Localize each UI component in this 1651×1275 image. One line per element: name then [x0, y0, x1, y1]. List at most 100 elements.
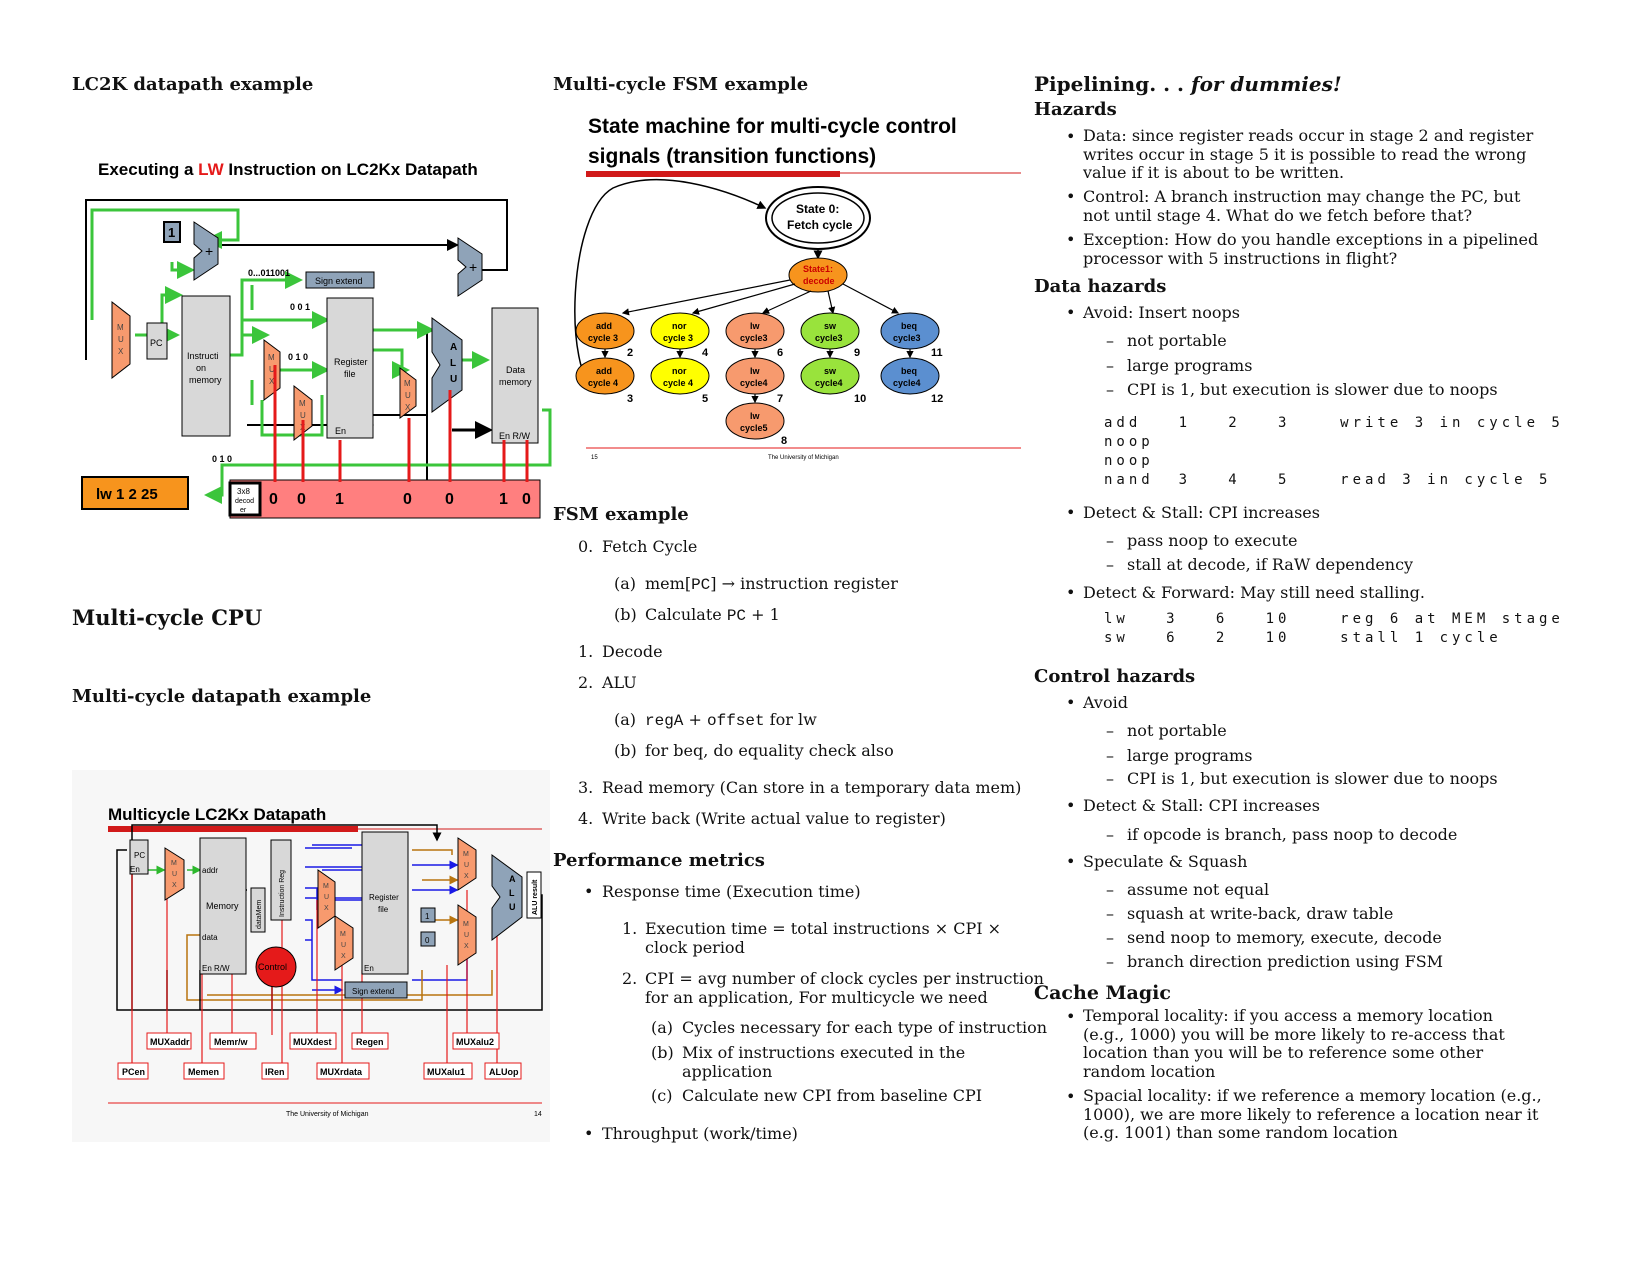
- svg-text:file: file: [378, 905, 389, 914]
- svg-text:cycle5: cycle5: [740, 423, 768, 433]
- section-title-data-hazards: Data hazards: [1034, 276, 1167, 297]
- svg-text:0: 0: [269, 491, 278, 508]
- svg-text:7: 7: [777, 393, 783, 405]
- svg-text:cycle 3: cycle 3: [588, 333, 618, 343]
- svg-text:6: 6: [777, 347, 783, 359]
- figure-title: Multicycle LC2Kx Datapath: [108, 805, 326, 824]
- ch-avoid: Avoid: [1083, 693, 1128, 712]
- alu-input-mux: [399, 367, 417, 419]
- svg-text:decode: decode: [803, 276, 835, 286]
- svg-text:U: U: [405, 391, 411, 400]
- perf-cpi-b-line2: application: [682, 1062, 773, 1081]
- svg-text:Instruction Reg: Instruction Reg: [279, 870, 286, 917]
- svg-text:10: 10: [854, 393, 866, 405]
- section-title-control-hazards: Control hazards: [1034, 666, 1196, 687]
- svg-text:U: U: [118, 335, 124, 344]
- fsm-step-fetch-a: mem[PC] → instruction register: [645, 574, 898, 594]
- state-lw-cycle5: [725, 402, 785, 440]
- section-title-hazards: Hazards: [1034, 99, 1117, 120]
- pipelining-title: Pipelining. . . for dummies!: [1034, 72, 1342, 96]
- pc-register: [129, 839, 149, 875]
- state-1-node: [788, 257, 848, 293]
- svg-text:U: U: [450, 374, 457, 385]
- alu2-mux: [457, 904, 477, 966]
- svg-text:11: 11: [931, 347, 943, 359]
- svg-text:Sign extend: Sign extend: [352, 987, 394, 996]
- svg-text:0: 0: [425, 936, 430, 945]
- svg-text:ALUop: ALUop: [489, 1067, 519, 1077]
- addr-mux: [164, 847, 185, 901]
- svg-text:lw: lw: [750, 411, 761, 421]
- svg-text:signals (transition functions): signals (transition functions): [588, 145, 876, 168]
- perf-exec-time-line2: clock period: [645, 938, 745, 957]
- fsm-step-fetch: Fetch Cycle: [602, 537, 698, 556]
- svg-text:1: 1: [335, 491, 344, 508]
- fsm-step-decode: Decode: [602, 642, 663, 661]
- control-signal-labels: MUXaddr Memr/w MUXdest Regen MUXalu2 PCe…: [117, 1032, 522, 1080]
- svg-text:cycle3: cycle3: [893, 333, 921, 343]
- state-lw-cycle3: [725, 312, 785, 350]
- svg-text:15: 15: [591, 455, 598, 461]
- svg-text:beq: beq: [901, 321, 917, 331]
- svg-text:M: M: [299, 399, 306, 408]
- figure-title: Executing a LW Instruction on LC2Kx Data…: [98, 160, 478, 179]
- svg-text:MUXdest: MUXdest: [293, 1037, 332, 1047]
- dh-detect-forward: Detect & Forward: May still need stallin…: [1083, 583, 1425, 602]
- state-nor-cycle4: [650, 357, 710, 395]
- svg-text:0: 0: [522, 491, 531, 508]
- svg-text:memory: memory: [499, 377, 532, 387]
- svg-text:1: 1: [499, 491, 508, 508]
- cache-temporal-locality: Temporal locality: if you access a memor…: [1083, 1006, 1505, 1081]
- svg-text:3: 3: [627, 393, 633, 405]
- const-one-box: [163, 221, 181, 243]
- svg-text:X: X: [118, 347, 124, 356]
- svg-text:PCen: PCen: [122, 1067, 145, 1077]
- state-add-cycle4: [575, 357, 635, 395]
- svg-text:Memory: Memory: [206, 901, 239, 911]
- perf-response-time: Response time (Execution time): [602, 882, 861, 901]
- ch-detect-stall: Detect & Stall: CPI increases: [1083, 796, 1320, 815]
- svg-text:sw: sw: [824, 321, 837, 331]
- instruction-memory: [181, 295, 231, 437]
- svg-text:M: M: [323, 883, 329, 890]
- svg-text:file: file: [344, 369, 356, 379]
- svg-text:U: U: [464, 932, 469, 939]
- ch-speculate-squash: Speculate & Squash: [1083, 852, 1248, 871]
- svg-text:0: 0: [445, 491, 454, 508]
- svg-text:A: A: [509, 874, 516, 884]
- svg-text:U: U: [269, 365, 275, 374]
- svg-text:PC: PC: [150, 338, 163, 348]
- svg-text:The University of Michigan: The University of Michigan: [286, 1111, 369, 1118]
- dh-detect-stall: Detect & Stall: CPI increases: [1083, 503, 1320, 522]
- svg-text:cycle 4: cycle 4: [588, 378, 618, 388]
- svg-text:Data: Data: [506, 365, 525, 375]
- section-title-multicycle-cpu: Multi-cycle CPU: [72, 605, 263, 630]
- svg-text:M: M: [171, 860, 177, 867]
- svg-text:cycle 3: cycle 3: [663, 333, 693, 343]
- register-file: [326, 297, 374, 439]
- svg-text:Fetch cycle: Fetch cycle: [787, 218, 853, 232]
- svg-text:decod: decod: [235, 498, 254, 505]
- svg-text:En: En: [130, 865, 140, 874]
- section-title-fsm-list: FSM example: [553, 504, 689, 525]
- svg-text:cycle 4: cycle 4: [663, 378, 693, 388]
- svg-text:X: X: [405, 403, 411, 412]
- svg-text:M: M: [117, 323, 124, 332]
- fsm-step-read-memory: Read memory (Can store in a temporary da…: [602, 778, 1022, 797]
- svg-text:L: L: [509, 888, 515, 898]
- svg-text:dataMem: dataMem: [256, 900, 263, 929]
- hazard-control: Control: A branch instruction may change…: [1083, 187, 1521, 225]
- svg-text:0 1 0: 0 1 0: [288, 352, 308, 362]
- svg-text:0: 0: [297, 491, 306, 508]
- svg-text:X: X: [341, 953, 346, 960]
- svg-text:X: X: [172, 882, 177, 889]
- perf-exec-time-line1: Execution time = total instructions × CP…: [645, 919, 1002, 938]
- svg-text:En: En: [364, 964, 374, 973]
- svg-text:1: 1: [425, 912, 430, 921]
- state-sw-cycle3: [800, 312, 860, 350]
- svg-text:12: 12: [931, 393, 943, 405]
- svg-text:En: En: [335, 426, 346, 436]
- svg-text:cycle3: cycle3: [740, 333, 768, 343]
- svg-text:add: add: [596, 321, 612, 331]
- register-file: [361, 831, 409, 975]
